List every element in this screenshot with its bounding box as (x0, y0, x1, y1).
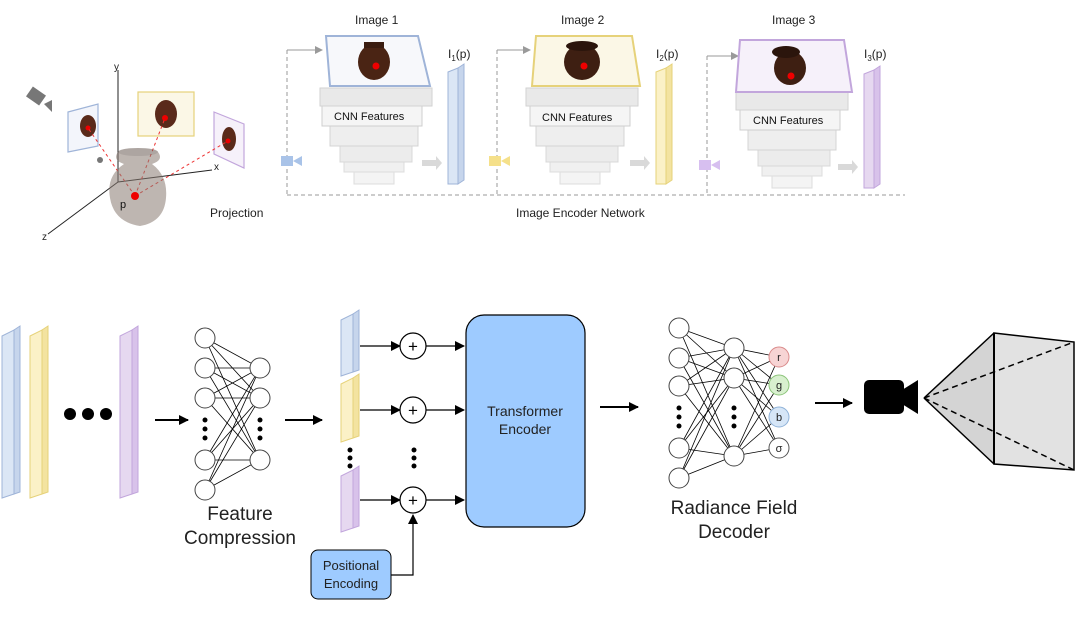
svg-text:+: + (408, 401, 418, 420)
view-1-encoder: Image 1 CNN Features I1(p) (281, 13, 470, 185)
cnn-features-label-2: CNN Features (542, 112, 613, 124)
view-2-encoder: Image 2 CNN Features I2(p) (489, 13, 678, 185)
feature-label-2: I2(p) (656, 47, 678, 63)
radiance-decoder-label-line1: Radiance Field (671, 498, 798, 519)
feature-compression-label-line2: Compression (184, 528, 296, 549)
transformer-label-line2: Encoder (499, 421, 551, 437)
point-p-label: p (120, 199, 126, 211)
input-bar-blue (1, 329, 15, 499)
image-2-title: Image 2 (561, 13, 605, 27)
z-axis-label: z (42, 232, 47, 243)
ellipsis-dot (82, 408, 94, 420)
output-node-r (768, 346, 790, 368)
svg-text:σ: σ (776, 443, 783, 455)
encoder-network-label: Image Encoder Network (516, 206, 646, 220)
positional-encoding-arrow (391, 514, 418, 576)
input-bar-purple (119, 329, 133, 499)
camera-icon-purple (699, 160, 720, 170)
view-3-encoder: Image 3 CNN Features I3(p) (699, 13, 886, 189)
positional-sum-nodes: + + + (360, 332, 465, 514)
feature-bar-2 (655, 67, 667, 185)
token-bar-blue (340, 313, 354, 377)
feature-compression-network (194, 327, 271, 501)
view-plane-3 (213, 111, 245, 169)
feature-bar-3 (863, 69, 875, 189)
feature-compression-label-line1: Feature (207, 504, 272, 525)
svg-text:g: g (776, 380, 782, 392)
ellipsis-dot (64, 408, 76, 420)
svg-text:+: + (408, 337, 418, 356)
point-p-marker (131, 192, 139, 200)
render-camera-icon (864, 380, 918, 414)
camera-icon-yellow (489, 156, 510, 166)
svg-text:r: r (777, 352, 781, 364)
image-1-title: Image 1 (355, 13, 399, 27)
svg-text:+: + (408, 491, 418, 510)
token-bar-purple (340, 469, 354, 533)
positional-encoding-label-line1: Positional (323, 558, 379, 573)
compressed-tokens (340, 309, 360, 533)
feature-bar-1 (447, 67, 459, 185)
image-3-title: Image 3 (772, 13, 816, 27)
output-node-sigma (768, 437, 790, 459)
input-bar-yellow (29, 329, 43, 499)
cnn-features-label-1: CNN Features (334, 111, 405, 123)
output-node-b (768, 406, 790, 428)
x-axis-label: x (214, 162, 219, 173)
vase-image-3 (772, 46, 806, 85)
encoder-frame (286, 46, 905, 196)
cnn-features-label-3: CNN Features (753, 115, 824, 127)
projection-label: Projection (210, 206, 263, 220)
projection-scene: y x z (26, 62, 245, 243)
vase-object (109, 148, 167, 226)
input-feature-bars (1, 325, 139, 499)
view-frustum (923, 332, 1075, 471)
output-nodes: r g b σ (768, 346, 790, 459)
ellipsis-dot (100, 408, 112, 420)
y-axis-label: y (114, 62, 119, 73)
radiance-decoder-label-line2: Decoder (698, 522, 770, 543)
radiance-decoder-network (668, 317, 780, 489)
view-plane-1 (67, 103, 99, 153)
transformer-label-line1: Transformer (487, 403, 563, 419)
vase-image-2 (564, 41, 600, 80)
feature-label-1: I1(p) (448, 47, 470, 63)
svg-text:b: b (776, 412, 782, 424)
view-plane-2 (137, 91, 195, 137)
vase-image-1 (358, 42, 390, 80)
transformer-encoder-box (465, 314, 586, 528)
feature-label-3: I3(p) (864, 47, 886, 63)
z-axis (47, 181, 119, 235)
output-node-g (768, 374, 790, 396)
camera-icon-blue (281, 156, 302, 166)
camera-icon (26, 86, 52, 112)
token-bar-yellow (340, 377, 354, 443)
positional-encoding-label-line2: Encoding (324, 576, 378, 591)
